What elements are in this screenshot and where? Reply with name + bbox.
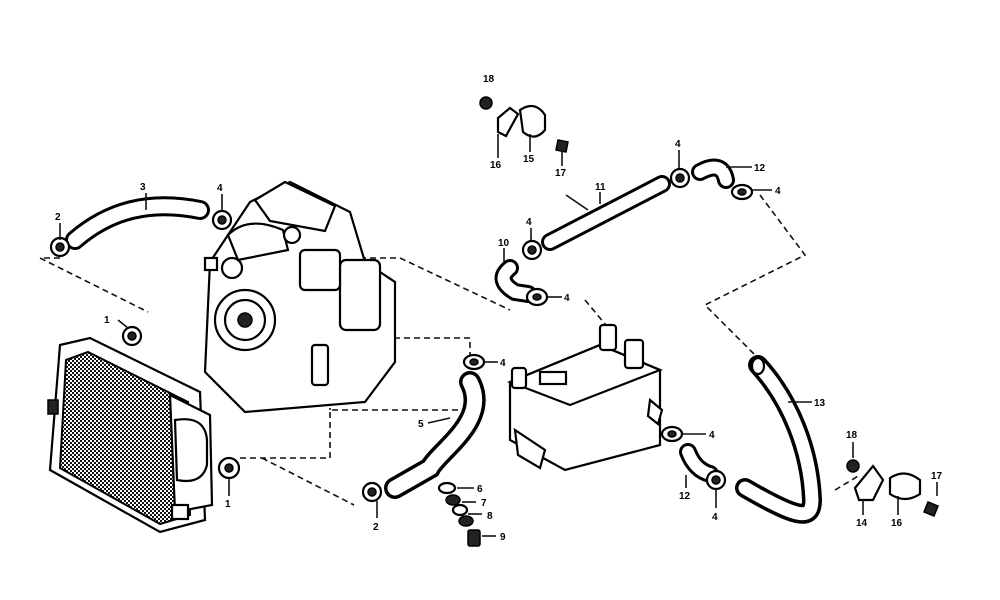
hose-3 bbox=[65, 196, 210, 250]
callout-2-bottom: 2 bbox=[373, 522, 379, 533]
bottom-bracket bbox=[846, 459, 939, 517]
callout-7: 7 bbox=[481, 498, 487, 509]
callout-18-bottom: 18 bbox=[846, 430, 858, 441]
callout-14: 14 bbox=[856, 518, 868, 529]
callout-4-elbow: 4 bbox=[564, 293, 570, 304]
top-bracket bbox=[479, 96, 569, 153]
callout-12-bottom: 12 bbox=[679, 491, 691, 502]
callout-11: 11 bbox=[595, 182, 606, 193]
callout-4-pipe-top: 4 bbox=[675, 139, 681, 150]
callout-3: 3 bbox=[140, 182, 146, 193]
elbow-12-bottom bbox=[679, 443, 719, 483]
callout-4-tank: 4 bbox=[709, 430, 715, 441]
callout-5: 5 bbox=[418, 419, 424, 430]
callout-6: 6 bbox=[477, 484, 483, 495]
coolant-tank bbox=[507, 323, 664, 472]
elbow-10 bbox=[494, 259, 537, 303]
callout-9: 9 bbox=[500, 532, 506, 543]
callout-4-right-top: 4 bbox=[775, 186, 781, 197]
drain-plugs bbox=[121, 325, 241, 480]
callout-10: 10 bbox=[498, 238, 510, 249]
hose-13 bbox=[735, 355, 823, 524]
callout-15: 15 bbox=[523, 154, 535, 165]
callout-18-top: 18 bbox=[483, 74, 495, 85]
pipe-11 bbox=[541, 175, 671, 251]
elbow-12-top bbox=[691, 158, 735, 189]
callout-4-hose5: 4 bbox=[500, 358, 506, 369]
leader-lines bbox=[59, 134, 938, 537]
callout-17-bottom: 17 bbox=[931, 471, 943, 482]
callout-8: 8 bbox=[487, 511, 493, 522]
callout-4-pipe-left: 4 bbox=[526, 217, 532, 228]
callout-1-top: 1 bbox=[104, 315, 110, 326]
callout-1-bottom: 1 bbox=[225, 499, 231, 510]
callout-17-top: 17 bbox=[555, 168, 567, 179]
callout-2-top: 2 bbox=[55, 212, 61, 223]
callout-12-top: 12 bbox=[754, 163, 766, 174]
callout-4-bottom: 4 bbox=[712, 512, 718, 523]
radiator bbox=[47, 336, 214, 534]
callout-16-top: 16 bbox=[490, 160, 502, 171]
engine-block bbox=[203, 180, 397, 414]
callout-16-bottom: 16 bbox=[891, 518, 903, 529]
drain-cock-parts bbox=[437, 481, 481, 547]
callout-4-engine: 4 bbox=[217, 183, 223, 194]
clamps bbox=[49, 167, 766, 503]
hose-5 bbox=[384, 371, 486, 499]
callout-labels: 2 3 4 18 16 15 17 11 4 12 4 10 4 4 1 4 5… bbox=[55, 74, 943, 543]
callout-13: 13 bbox=[814, 398, 826, 409]
